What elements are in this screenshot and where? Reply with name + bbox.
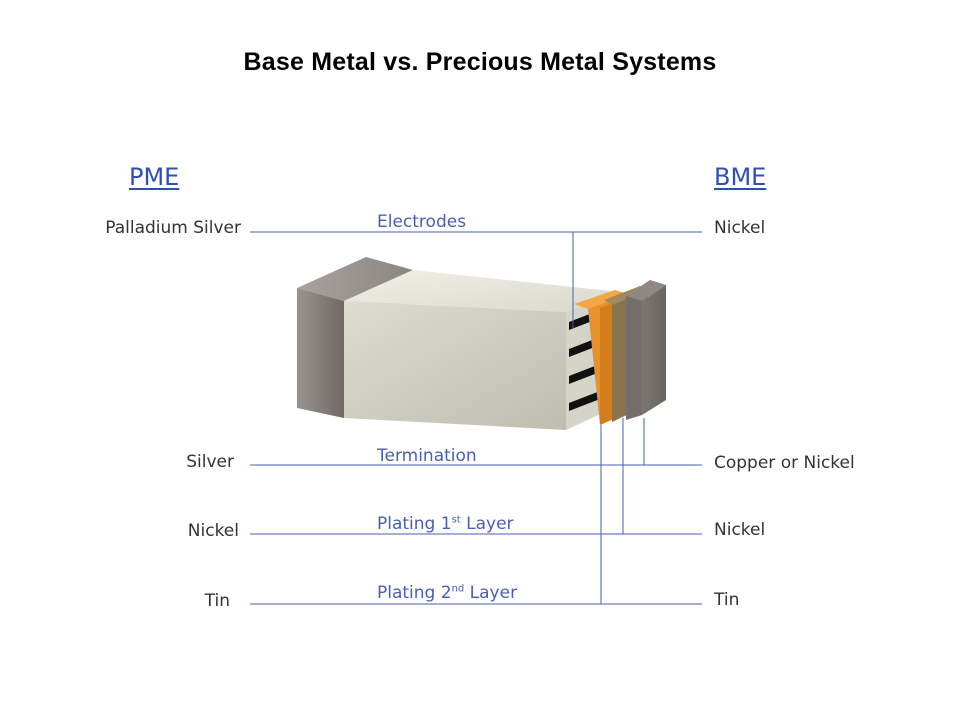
bme-plating-1st-label: Nickel [714,520,766,540]
bme-electrodes-label: Nickel [714,218,766,238]
plating-2nd-layer-label: Plating 2nd Layer [377,583,518,603]
pme-plating-1st-label: Nickel [187,521,239,541]
termination-label: Termination [377,446,477,466]
pme-electrodes-label: Palladium Silver [105,218,241,238]
bme-plating-2nd-label: Tin [714,590,740,610]
bme-header: BME [714,163,767,191]
pme-header: PME [129,163,180,191]
bme-termination-label: Copper or Nickel [714,453,855,473]
pme-termination-label: Silver [186,452,234,472]
pme-plating-2nd-label: Tin [204,591,230,611]
plating-1st-layer-label: Plating 1st Layer [377,514,514,534]
electrodes-label: Electrodes [377,212,467,232]
leader-lines [250,231,702,605]
right-end-cap [626,280,666,420]
page-title: Base Metal vs. Precious Metal Systems [243,48,717,76]
